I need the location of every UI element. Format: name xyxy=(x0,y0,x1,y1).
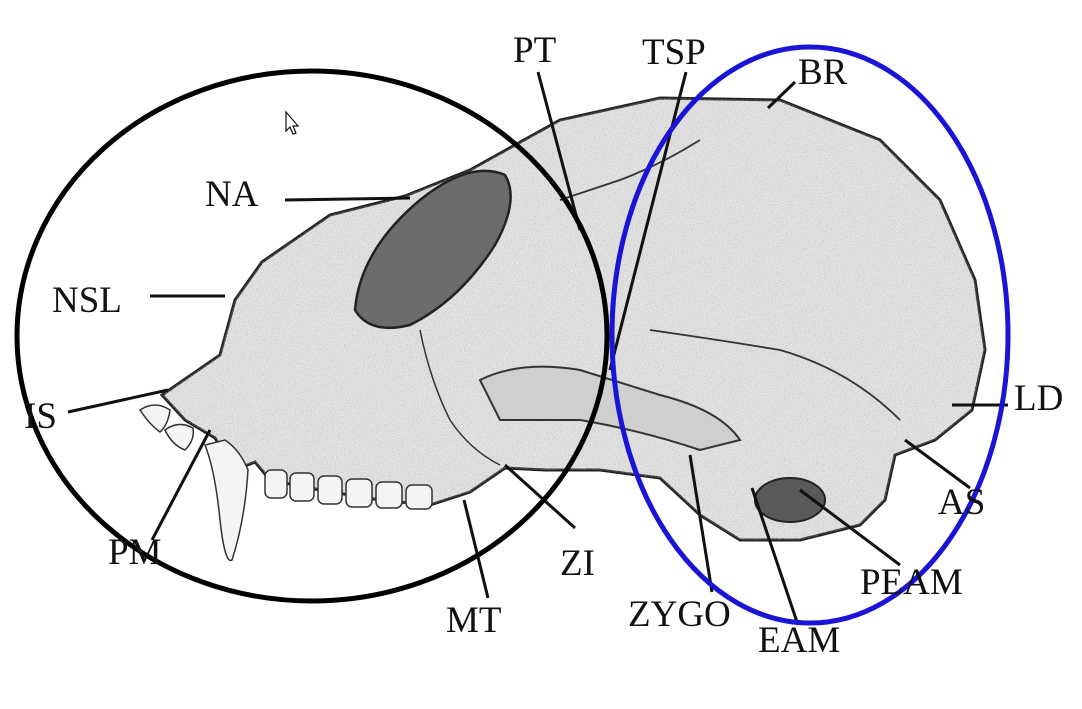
label-pm: PM xyxy=(108,532,161,573)
leader-mt xyxy=(462,499,490,599)
label-eam: EAM xyxy=(758,620,840,661)
squamosal-suture xyxy=(649,329,901,421)
arrow-pointer-icon xyxy=(285,110,300,135)
leader-zi xyxy=(503,463,577,530)
leader-peam xyxy=(799,488,901,567)
molar-3 xyxy=(317,475,343,505)
label-peam: PEAM xyxy=(860,562,963,603)
label-mt: MT xyxy=(446,600,502,641)
orbit xyxy=(353,169,512,330)
teeth-row xyxy=(138,404,433,562)
leader-pt xyxy=(536,71,582,231)
leader-is xyxy=(67,388,169,414)
face-region-ellipse xyxy=(14,68,610,604)
coronal-suture xyxy=(559,139,701,201)
canine-tooth xyxy=(203,439,249,562)
facial-suture xyxy=(419,329,501,466)
labels: PT TSP BR NA NSL IS LD AS PM ZI PEAM MT … xyxy=(24,30,1063,661)
skull-illustration xyxy=(138,96,987,562)
leader-as xyxy=(904,438,971,490)
leader-zygo xyxy=(688,454,714,593)
incisor-2 xyxy=(164,423,195,451)
molar-4 xyxy=(345,478,373,508)
label-pt: PT xyxy=(513,30,556,71)
leader-na xyxy=(284,196,411,202)
leader-br xyxy=(766,80,797,110)
molar-2 xyxy=(289,472,315,502)
molar-5 xyxy=(375,481,403,509)
leader-pm xyxy=(150,429,212,541)
label-as: AS xyxy=(938,482,985,523)
leader-tsp xyxy=(608,71,688,371)
label-ld: LD xyxy=(1014,378,1063,419)
incisor-1 xyxy=(138,404,171,433)
label-tsp: TSP xyxy=(642,32,706,73)
braincase-region-ellipse xyxy=(609,44,1011,626)
leader-eam xyxy=(750,487,800,626)
molar-6 xyxy=(405,484,433,510)
label-na: NA xyxy=(205,174,259,215)
label-zi: ZI xyxy=(560,543,595,584)
label-zygo: ZYGO xyxy=(628,594,731,635)
skull-shading xyxy=(162,98,985,540)
molar-1 xyxy=(264,469,288,499)
leader-lines xyxy=(67,71,1008,626)
label-nsl: NSL xyxy=(52,280,122,321)
label-br: BR xyxy=(798,52,848,93)
label-is: IS xyxy=(24,396,57,437)
